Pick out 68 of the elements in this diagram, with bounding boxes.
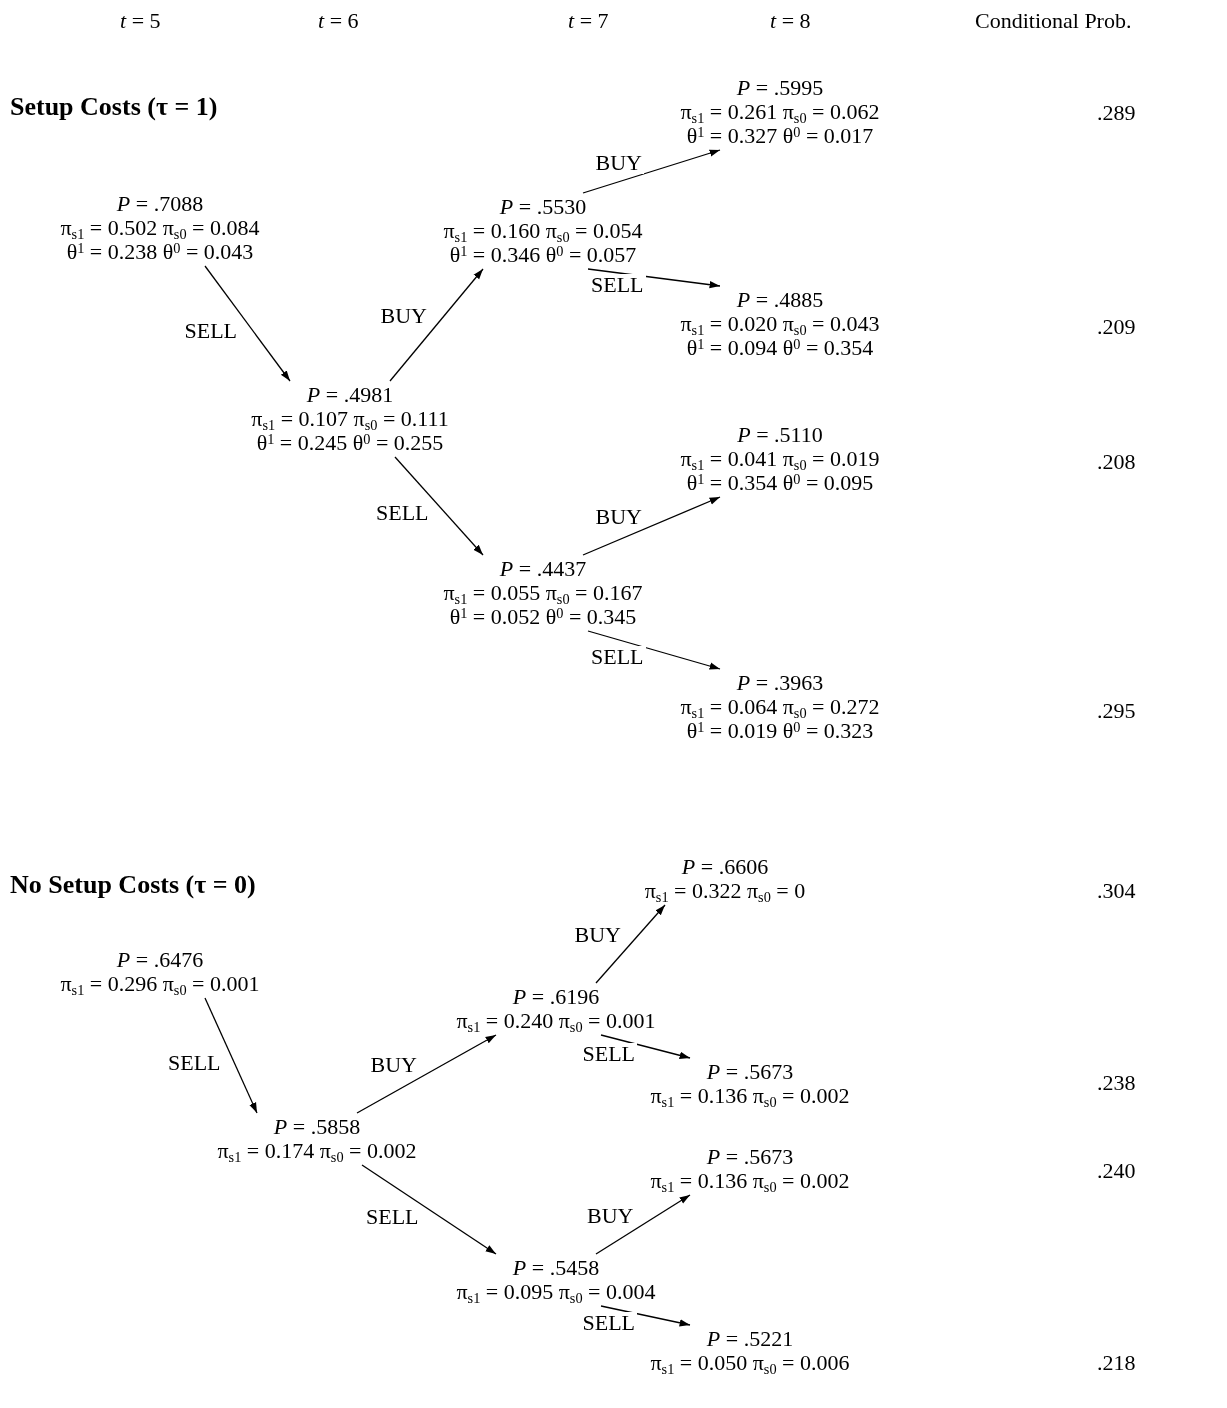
equation-text: π$_{s1}$ = 0.322 π$_{s0}$ = 0 bbox=[644, 879, 806, 903]
equation-text: P = .5221 bbox=[705, 1327, 795, 1351]
equation-text: π$_{s1}$ = 0.020 π$_{s0}$ = 0.043 bbox=[680, 312, 880, 336]
probability-value: .304 bbox=[1097, 878, 1136, 904]
probability-value: .295 bbox=[1097, 698, 1136, 724]
equation-text: θ$^{1}$ = 0.354 θ$^{0}$ = 0.095 bbox=[685, 471, 875, 495]
column-heading: t = 8 bbox=[770, 8, 811, 34]
equation-text: π$_{s1}$ = 0.261 π$_{s0}$ = 0.062 bbox=[680, 100, 880, 124]
equation-text: π$_{s1}$ = 0.095 π$_{s0}$ = 0.004 bbox=[456, 1280, 656, 1304]
probability-value: .208 bbox=[1097, 449, 1136, 475]
section-heading: Setup Costs (τ = 1) bbox=[10, 92, 218, 122]
arrow bbox=[361, 1164, 497, 1255]
equation-text: P = .5673 bbox=[705, 1145, 795, 1169]
equation-text: θ$^{1}$ = 0.019 θ$^{0}$ = 0.323 bbox=[685, 719, 875, 743]
arrow bbox=[600, 1305, 691, 1327]
probability-value: .289 bbox=[1097, 100, 1136, 126]
equation-text: P = .4437 bbox=[498, 557, 588, 581]
arrow bbox=[582, 496, 721, 556]
equation-text: π$_{s1}$ = 0.107 π$_{s0}$ = 0.111 bbox=[251, 407, 449, 431]
arrow bbox=[356, 1034, 497, 1114]
arrow bbox=[204, 265, 291, 382]
arrow bbox=[394, 456, 484, 556]
arrow bbox=[587, 630, 721, 670]
equation-text: P = .4981 bbox=[305, 383, 395, 407]
equation-text: π$_{s1}$ = 0.174 π$_{s0}$ = 0.002 bbox=[217, 1139, 417, 1163]
equation-text: P = .6476 bbox=[115, 948, 205, 972]
equation-text: π$_{s1}$ = 0.050 π$_{s0}$ = 0.006 bbox=[650, 1351, 850, 1375]
equation-text: P = .5858 bbox=[272, 1115, 362, 1139]
equation-text: θ$^{1}$ = 0.245 θ$^{0}$ = 0.255 bbox=[255, 431, 445, 455]
probability-value: .240 bbox=[1097, 1158, 1136, 1184]
equation-text: P = .4885 bbox=[735, 288, 825, 312]
probability-value: .238 bbox=[1097, 1070, 1136, 1096]
equation-text: π$_{s1}$ = 0.136 π$_{s0}$ = 0.002 bbox=[650, 1084, 850, 1108]
column-heading: t = 5 bbox=[120, 8, 161, 34]
equation-text: π$_{s1}$ = 0.240 π$_{s0}$ = 0.001 bbox=[456, 1009, 656, 1033]
equation-text: π$_{s1}$ = 0.064 π$_{s0}$ = 0.272 bbox=[680, 695, 880, 719]
equation-text: θ$^{1}$ = 0.052 θ$^{0}$ = 0.345 bbox=[448, 605, 638, 629]
equation-text: θ$^{1}$ = 0.346 θ$^{0}$ = 0.057 bbox=[448, 243, 638, 267]
probability-value: .209 bbox=[1097, 314, 1136, 340]
equation-text: P = .7088 bbox=[115, 192, 205, 216]
equation-text: P = .5110 bbox=[736, 423, 824, 447]
arrow bbox=[595, 904, 666, 984]
probability-value: .218 bbox=[1097, 1350, 1136, 1376]
equation-text: P = .5458 bbox=[511, 1256, 601, 1280]
equation-text: θ$^{1}$ = 0.238 θ$^{0}$ = 0.043 bbox=[65, 240, 255, 264]
arrow bbox=[600, 1034, 691, 1059]
equation-text: θ$^{1}$ = 0.094 θ$^{0}$ = 0.354 bbox=[685, 336, 875, 360]
arrow bbox=[582, 149, 721, 194]
arrow bbox=[389, 268, 484, 382]
equation-text: π$_{s1}$ = 0.041 π$_{s0}$ = 0.019 bbox=[680, 447, 880, 471]
arrow bbox=[595, 1194, 691, 1255]
equation-text: P = .3963 bbox=[735, 671, 825, 695]
column-heading: Conditional Prob. bbox=[975, 8, 1132, 34]
equation-text: π$_{s1}$ = 0.055 π$_{s0}$ = 0.167 bbox=[443, 581, 643, 605]
section-heading: No Setup Costs (τ = 0) bbox=[10, 870, 256, 900]
column-heading: t = 7 bbox=[568, 8, 609, 34]
column-heading: t = 6 bbox=[318, 8, 359, 34]
equation-text: P = .5995 bbox=[735, 76, 825, 100]
equation-text: P = .5673 bbox=[705, 1060, 795, 1084]
equation-text: π$_{s1}$ = 0.136 π$_{s0}$ = 0.002 bbox=[650, 1169, 850, 1193]
equation-text: P = .5530 bbox=[498, 195, 588, 219]
equation-text: P = .6606 bbox=[680, 855, 770, 879]
equation-text: P = .6196 bbox=[511, 985, 601, 1009]
equation-text: π$_{s1}$ = 0.160 π$_{s0}$ = 0.054 bbox=[443, 219, 643, 243]
equation-text: π$_{s1}$ = 0.502 π$_{s0}$ = 0.084 bbox=[60, 216, 260, 240]
arrow bbox=[204, 997, 258, 1114]
equation-text: θ$^{1}$ = 0.327 θ$^{0}$ = 0.017 bbox=[685, 124, 875, 148]
equation-text: π$_{s1}$ = 0.296 π$_{s0}$ = 0.001 bbox=[60, 972, 260, 996]
